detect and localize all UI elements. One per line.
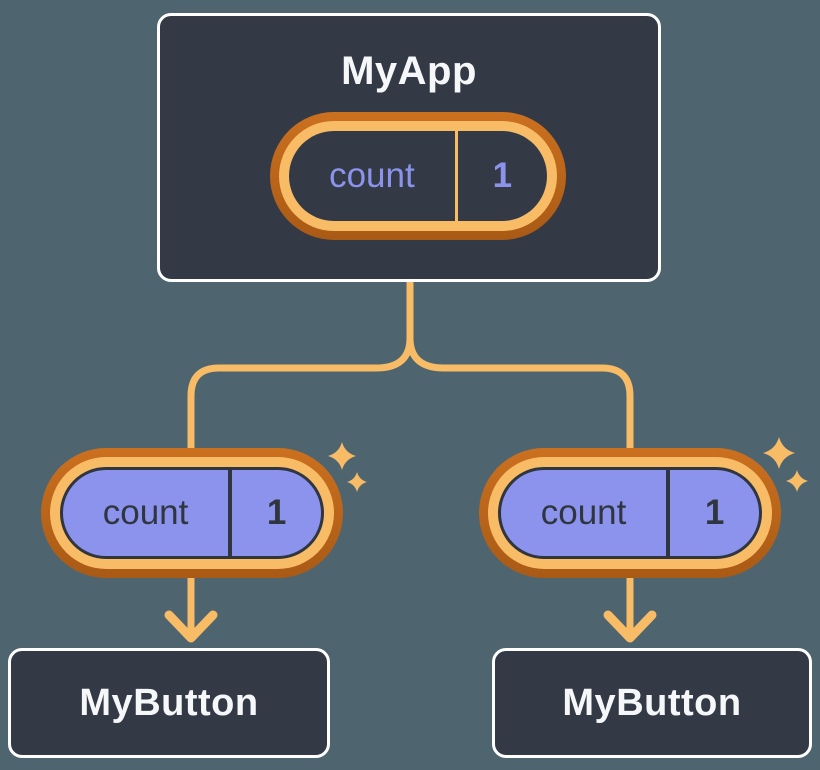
prop-name: count	[102, 493, 189, 532]
component-label-mybutton: MyButton	[562, 681, 742, 724]
prop-value: 1	[704, 493, 725, 532]
prop-pill-divider	[228, 470, 233, 556]
component-box-mybutton-left: MyButton	[8, 648, 330, 758]
prop-value: 1	[266, 493, 287, 532]
sparkle-icon	[786, 470, 808, 492]
right-arrowhead-icon	[603, 610, 657, 643]
component-box-myapp: MyApp count 1	[157, 13, 661, 282]
prop-pill-body: count 1	[498, 467, 762, 559]
state-pill-body: count 1	[289, 131, 547, 221]
sparkle-icon	[347, 472, 367, 492]
component-box-mybutton-right: MyButton	[492, 648, 812, 758]
prop-pill-body: count 1	[60, 467, 324, 559]
prop-pill-right: count 1	[479, 448, 781, 578]
component-label-mybutton: MyButton	[79, 681, 259, 724]
left-branch-connector	[187, 334, 414, 459]
prop-pill-left: count 1	[41, 448, 343, 578]
prop-pill-inner-ring: count 1	[488, 457, 772, 569]
prop-name: count	[540, 493, 627, 532]
right-branch-connector	[406, 334, 634, 459]
prop-pill-inner-ring: count 1	[50, 457, 334, 569]
sparkle-icon	[328, 442, 356, 470]
prop-pill-divider	[666, 470, 671, 556]
state-pill-inner-ring: count 1	[279, 121, 557, 231]
component-label-myapp: MyApp	[341, 49, 477, 93]
state-value: 1	[492, 156, 513, 195]
state-pill-myapp: count 1	[270, 112, 566, 240]
state-name: count	[329, 156, 415, 195]
left-arrowhead-icon	[164, 610, 218, 643]
sparkle-icon	[763, 437, 795, 469]
state-pill-divider	[454, 131, 458, 221]
